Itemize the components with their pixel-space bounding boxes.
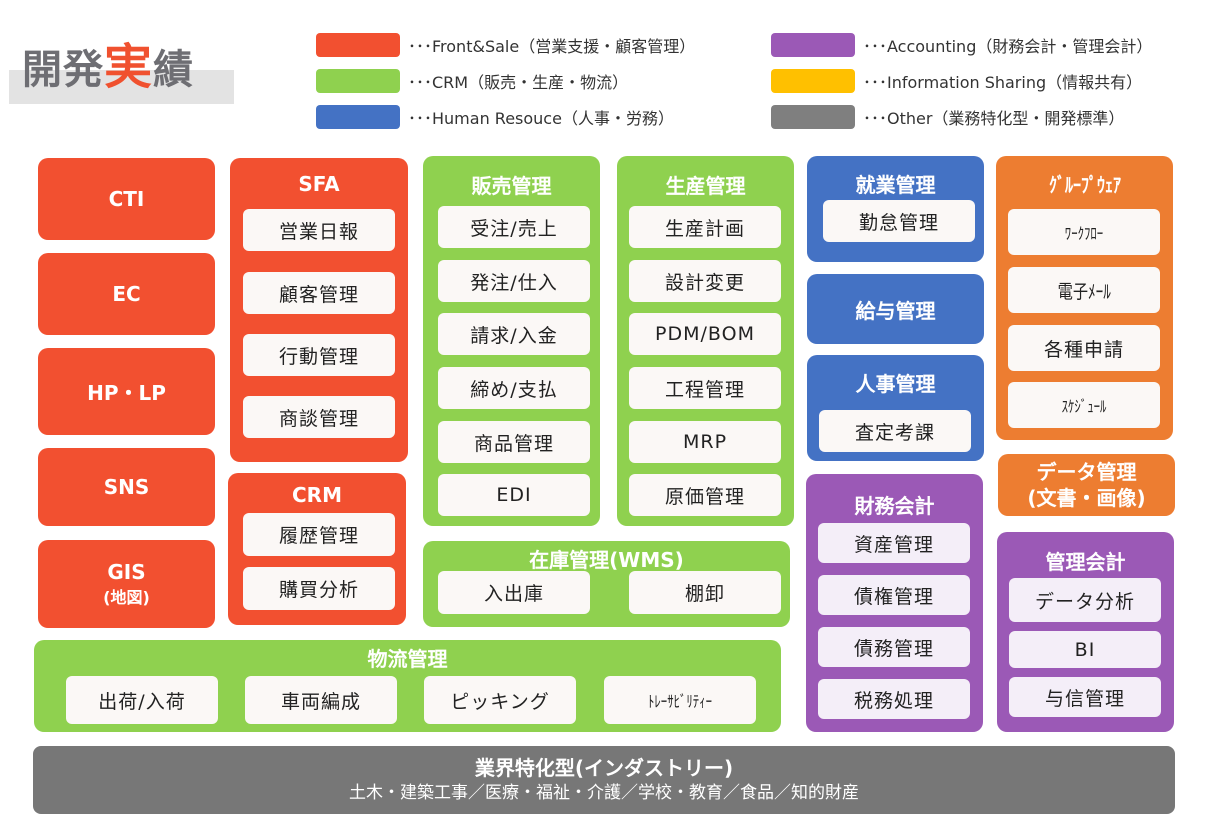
legend-front-sale: ･･･Front&Sale（営業支援・顧客管理） (316, 32, 695, 58)
item-edi: EDI (438, 474, 590, 516)
item-orders-sales: 受注/売上 (438, 206, 590, 248)
block-cti: CTI (38, 158, 215, 240)
legend-accounting: ･･･Accounting（財務会計・管理会計） (771, 32, 1152, 58)
item-purchasing: 発注/仕入 (438, 260, 590, 302)
block-industry-specific: 業界特化型(インダストリー) 土木・建築工事／医療・福祉・介護／学校・教育／食品… (33, 746, 1175, 814)
item-payables-management: 債務管理 (818, 627, 970, 667)
item-product-management: 商品管理 (438, 421, 590, 463)
industry-list: 土木・建築工事／医療・福祉・介護／学校・教育／食品／知的財産 (349, 783, 859, 803)
block-hp-lp: HP・LP (38, 348, 215, 435)
item-process-management: 工程管理 (629, 367, 781, 409)
item-credit-management: 与信管理 (1009, 677, 1161, 717)
item-attendance-management: 勤怠管理 (823, 200, 975, 242)
item-pdm-bom: PDM/BOM (629, 313, 781, 355)
item-schedule: ｽｹｼﾞｭｰﾙ (1008, 382, 1160, 428)
legend-column-1: ･･･Front&Sale（営業支援・顧客管理） ･･･CRM（販売・生産・物流… (316, 32, 695, 130)
item-email: 電子ﾒｰﾙ (1008, 267, 1160, 313)
page-title: 開発実績 (22, 28, 194, 109)
block-ec: EC (38, 253, 215, 335)
legend-swatch (771, 105, 855, 129)
legend-swatch (316, 69, 400, 93)
block-payroll: 給与管理 (807, 274, 984, 344)
item-data-analysis: データ分析 (1009, 578, 1161, 622)
block-groupware: ｸﾞﾙｰﾌﾟｳｪｱ ﾜｰｸﾌﾛｰ 電子ﾒｰﾙ 各種申請 ｽｹｼﾞｭｰﾙ (996, 156, 1173, 440)
item-negotiation-management: 商談管理 (243, 396, 395, 438)
block-logistics: 物流管理 出荷/入荷 車両編成 ピッキング ﾄﾚｰｻﾋﾞﾘﾃｨｰ (34, 640, 781, 732)
block-gis: GIS (地図) (38, 540, 215, 628)
item-sales-daily-report: 営業日報 (243, 209, 395, 251)
block-sales-management: 販売管理 受注/売上 発注/仕入 請求/入金 締め/支払 商品管理 EDI (423, 156, 600, 526)
legend-swatch (316, 33, 400, 57)
title-text-1: 開発 (22, 47, 104, 93)
item-workflow: ﾜｰｸﾌﾛｰ (1008, 209, 1160, 255)
block-production-management: 生産管理 生産計画 設計変更 PDM/BOM 工程管理 MRP 原価管理 (617, 156, 794, 526)
title-text-2: 績 (153, 47, 195, 93)
block-personnel-management: 人事管理 査定考課 (807, 355, 984, 461)
item-activity-management: 行動管理 (243, 334, 395, 376)
legend-column-2: ･･･Accounting（財務会計・管理会計） ･･･Information … (771, 32, 1152, 130)
legend-swatch (771, 69, 855, 93)
item-cost-management: 原価管理 (629, 474, 781, 516)
item-receivables-management: 債権管理 (818, 575, 970, 615)
item-history-management: 履歴管理 (243, 513, 395, 556)
item-vehicle-allocation: 車両編成 (245, 676, 397, 724)
item-billing: 請求/入金 (438, 313, 590, 355)
item-inventory-count: 棚卸 (629, 571, 781, 614)
legend-other: ･･･Other（業務特化型・開発標準） (771, 104, 1152, 130)
legend-swatch (316, 105, 400, 129)
block-sns: SNS (38, 448, 215, 526)
item-purchase-analysis: 購買分析 (243, 567, 395, 610)
legend-human-resource: ･･･Human Resouce（人事・労務） (316, 104, 695, 130)
legend-swatch (771, 33, 855, 57)
block-data-management: データ管理 (文書・画像) (998, 454, 1175, 516)
item-evaluation: 査定考課 (819, 410, 971, 452)
item-tax-processing: 税務処理 (818, 679, 970, 719)
item-customer-management: 顧客管理 (243, 272, 395, 314)
item-applications: 各種申請 (1008, 325, 1160, 371)
title-underline-band (9, 70, 234, 104)
title-accent: 実 (104, 39, 154, 95)
item-shipping-receiving: 出荷/入荷 (66, 676, 218, 724)
item-mrp: MRP (629, 421, 781, 463)
block-work-management: 就業管理 勤怠管理 (807, 156, 984, 262)
block-financial-accounting: 財務会計 資産管理 債権管理 債務管理 税務処理 (806, 474, 983, 732)
item-design-change: 設計変更 (629, 260, 781, 302)
item-closing-payment: 締め/支払 (438, 367, 590, 409)
item-bi: BI (1009, 631, 1161, 668)
block-sfa: SFA 営業日報 顧客管理 行動管理 商談管理 (230, 158, 408, 462)
item-production-planning: 生産計画 (629, 206, 781, 248)
legend-crm: ･･･CRM（販売・生産・物流） (316, 68, 695, 94)
item-asset-management: 資産管理 (818, 523, 970, 563)
legend-info-sharing: ･･･Information Sharing（情報共有） (771, 68, 1152, 94)
block-crm-front: CRM 履歴管理 購買分析 (228, 473, 406, 625)
item-picking: ピッキング (424, 676, 576, 724)
item-traceability: ﾄﾚｰｻﾋﾞﾘﾃｨｰ (604, 676, 756, 724)
block-management-accounting: 管理会計 データ分析 BI 与信管理 (997, 532, 1174, 732)
item-in-out-stock: 入出庫 (438, 571, 590, 614)
block-wms: 在庫管理(WMS) 入出庫 棚卸 (423, 541, 790, 627)
